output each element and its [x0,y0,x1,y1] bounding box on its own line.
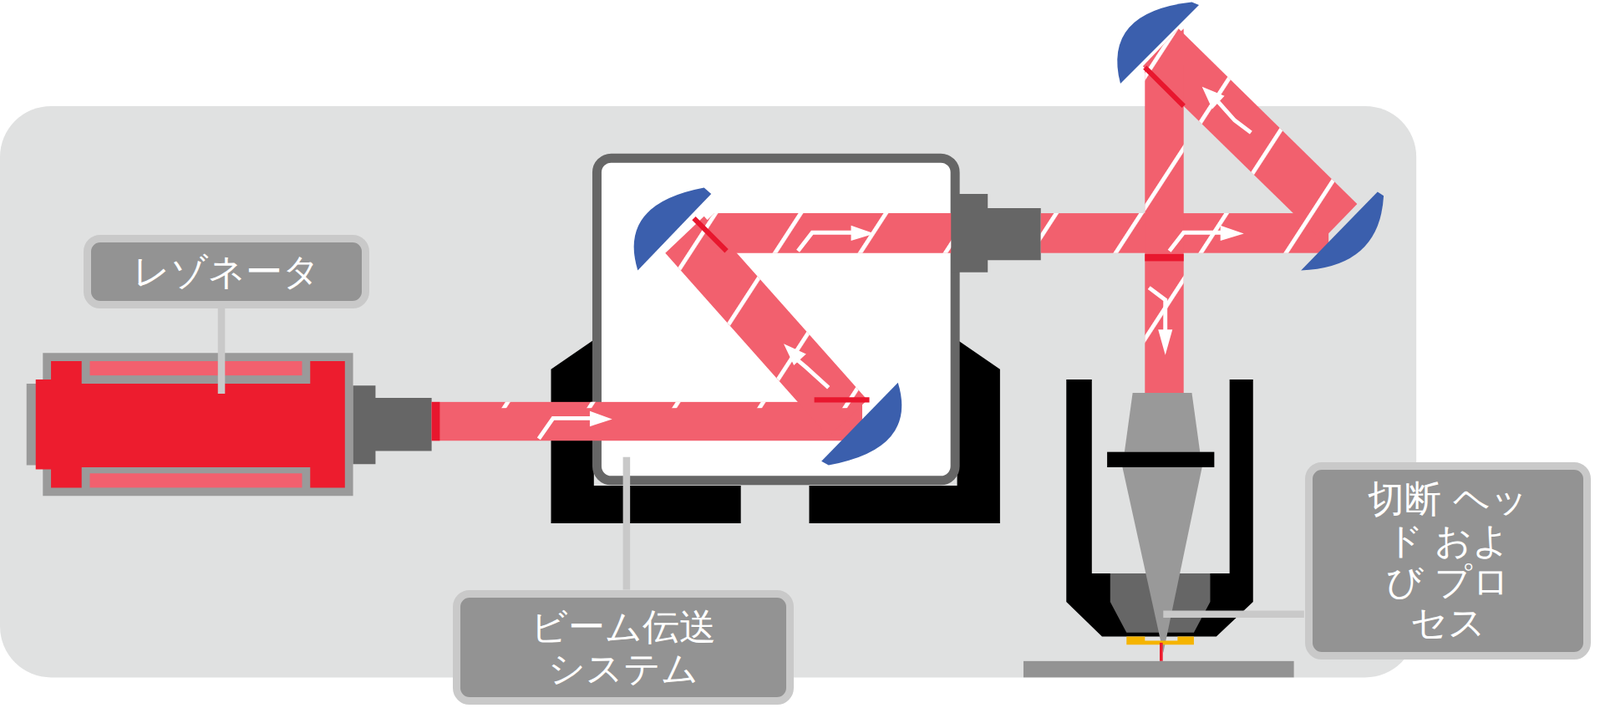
leader-line [623,457,631,590]
beam-band [814,396,870,402]
lens-holder [1124,392,1200,453]
resonator-output [353,385,432,464]
beam-band [431,401,441,441]
beam-band [1144,67,1184,107]
arrow-shaft [797,232,854,251]
resonator-tube-top [89,360,302,376]
label-text: レゾネータ [132,250,320,292]
leader-line [218,308,226,395]
resonator-frame [26,352,354,496]
beam-band [693,218,727,251]
label-text: 切断 ヘッド および プロセス [1366,477,1529,643]
arrow-shaft [793,356,829,388]
beam-band [1144,253,1184,262]
arrow-head [783,343,807,366]
arrow-head [851,225,875,241]
beam-stripes [408,0,1429,408]
arrow-head [1202,86,1225,110]
mirror [821,382,902,466]
workpiece [1023,660,1295,678]
cutting-beam [1159,642,1164,661]
arrow-head [589,411,613,427]
label-text: ビーム伝送 システム [523,605,723,689]
focus-cone [1122,467,1202,653]
arrow-shaft [1218,101,1251,133]
leader-line [1163,609,1305,618]
mirror [634,187,712,271]
cutting-head-label: 切断 ヘッド および プロセス [1305,462,1591,660]
arrow-head [1220,225,1245,241]
arrow-shaft [1169,232,1224,251]
resonator-tube-bottom [89,472,302,488]
beam-coupler [950,193,1041,273]
mirror [1300,191,1384,270]
arrow-shaft [538,417,593,438]
mirror [1117,1,1199,84]
resonator-body [35,360,346,488]
beam-delivery-label: ビーム伝送 システム [452,589,794,705]
lens [1107,452,1214,468]
resonator-label: レゾネータ [83,234,370,309]
laser-beam [408,0,1429,441]
arrow-shaft [1148,287,1166,331]
arrow-head [1158,329,1173,356]
